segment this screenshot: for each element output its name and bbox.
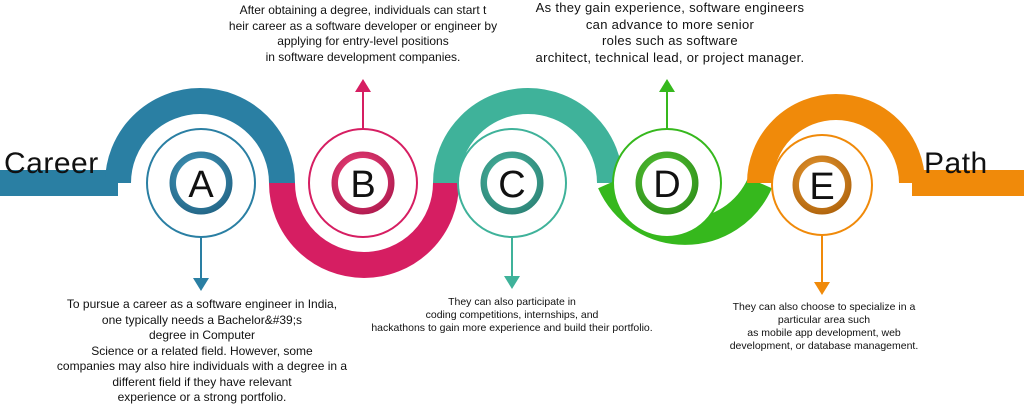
title-left: Career bbox=[4, 147, 99, 180]
arrow-down-icon bbox=[193, 278, 209, 291]
step-text-e: They can also choose to specialize in a … bbox=[729, 301, 919, 352]
step-letter-b: B bbox=[350, 164, 375, 206]
step-node-e: E bbox=[771, 134, 873, 236]
step-node-b: B bbox=[308, 128, 418, 238]
step-text-a: To pursue a career as a software enginee… bbox=[56, 297, 348, 404]
title-right: Path bbox=[924, 147, 988, 180]
step-node-d: D bbox=[612, 128, 722, 238]
step-letter-d: D bbox=[653, 164, 680, 206]
step-text-b: After obtaining a degree, individuals ca… bbox=[228, 3, 498, 64]
arrow-up-icon bbox=[659, 79, 675, 92]
arrow-up-icon bbox=[355, 79, 371, 92]
step-node-c: C bbox=[457, 128, 567, 238]
step-text-c: They can also participate in coding comp… bbox=[371, 296, 653, 334]
band-segment-a bbox=[105, 88, 295, 184]
band-segment-e bbox=[747, 94, 925, 184]
band-segment-c bbox=[433, 88, 623, 184]
step-node-a: A bbox=[146, 128, 256, 238]
step-letter-e: E bbox=[809, 166, 834, 208]
band-segment-b bbox=[269, 182, 459, 278]
arrow-down-icon bbox=[814, 282, 830, 295]
step-text-d: As they gain experience, software engine… bbox=[535, 0, 805, 65]
arrow-down-icon bbox=[504, 276, 520, 289]
step-letter-a: A bbox=[188, 164, 214, 206]
step-letter-c: C bbox=[498, 164, 525, 206]
